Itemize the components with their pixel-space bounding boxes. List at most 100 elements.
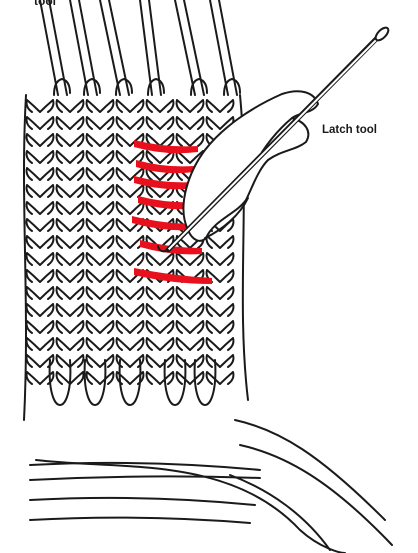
knit-stitch xyxy=(27,168,54,180)
knit-stitch xyxy=(87,338,114,350)
knit-stitch xyxy=(207,355,234,367)
knit-stitch xyxy=(57,202,84,214)
knit-stitch xyxy=(27,151,54,163)
knit-stitch xyxy=(57,219,84,231)
knit-stitch xyxy=(207,236,234,248)
knit-stitch xyxy=(57,304,84,316)
loose-yarn-strands xyxy=(30,420,392,553)
knit-stitch xyxy=(27,287,54,299)
knit-stitch xyxy=(87,185,114,197)
knit-stitch xyxy=(57,253,84,265)
knit-stitch xyxy=(207,253,234,265)
knit-stitch xyxy=(117,117,144,129)
knit-stitch xyxy=(27,202,54,214)
knit-stitch xyxy=(147,321,174,333)
knit-stitch xyxy=(87,151,114,163)
knit-stitch xyxy=(117,304,144,316)
knit-stitch xyxy=(27,253,54,265)
knit-stitch xyxy=(177,338,204,350)
yarn-strand xyxy=(30,498,255,505)
yarn-strand xyxy=(36,460,345,553)
tool-shaft-highlight xyxy=(169,32,384,249)
knit-stitch xyxy=(87,355,114,367)
knit-stitch xyxy=(87,236,114,248)
knit-stitch xyxy=(27,321,54,333)
knit-stitch xyxy=(207,321,234,333)
knit-stitch xyxy=(57,287,84,299)
knit-stitch xyxy=(27,185,54,197)
knit-stitch xyxy=(117,185,144,197)
knit-stitch xyxy=(87,253,114,265)
yarn-strand xyxy=(30,476,260,480)
knit-stitch xyxy=(87,304,114,316)
ladder-bar xyxy=(136,160,194,173)
knit-stitch xyxy=(177,321,204,333)
knit-stitch xyxy=(57,321,84,333)
knit-stitch xyxy=(147,117,174,129)
knit-stitch xyxy=(207,338,234,350)
knit-stitch xyxy=(27,270,54,282)
needle-shank xyxy=(175,0,195,95)
knit-stitch xyxy=(117,321,144,333)
needle-shank xyxy=(100,0,120,95)
knit-stitch xyxy=(57,185,84,197)
knit-stitch xyxy=(87,372,114,384)
knit-stitch xyxy=(57,338,84,350)
knit-stitch xyxy=(117,253,144,265)
knit-stitch xyxy=(87,219,114,231)
knit-stitch xyxy=(87,270,114,282)
knit-stitch xyxy=(57,151,84,163)
knit-stitch xyxy=(57,100,84,112)
knit-stitch xyxy=(27,100,54,112)
needle-shank xyxy=(40,0,58,95)
knit-stitch xyxy=(177,134,204,146)
knit-stitch xyxy=(57,270,84,282)
knit-stitch xyxy=(207,100,234,112)
knit-stitch xyxy=(117,202,144,214)
knit-stitch xyxy=(87,117,114,129)
knit-stitch xyxy=(177,253,204,265)
knit-stitch xyxy=(27,304,54,316)
knit-stitch xyxy=(27,219,54,231)
needle-hooks xyxy=(40,0,240,95)
knit-stitch xyxy=(147,287,174,299)
knit-stitch xyxy=(117,236,144,248)
knit-stitch xyxy=(117,100,144,112)
knit-stitch xyxy=(117,287,144,299)
knit-stitch xyxy=(87,202,114,214)
knit-stitch xyxy=(87,168,114,180)
knit-stitch xyxy=(207,304,234,316)
needle-shank xyxy=(210,0,228,95)
knit-stitch xyxy=(27,134,54,146)
knit-stitch xyxy=(177,372,204,384)
knit-stitch xyxy=(57,168,84,180)
knit-stitch xyxy=(147,355,174,367)
knit-stitch xyxy=(117,338,144,350)
knit-stitch xyxy=(177,287,204,299)
knit-stitch xyxy=(87,321,114,333)
knit-stitch xyxy=(147,304,174,316)
knit-stitch xyxy=(147,372,174,384)
knit-stitch xyxy=(87,100,114,112)
knit-stitch xyxy=(177,117,204,129)
knit-stitch xyxy=(147,338,174,350)
latch-tool-label: Latch tool xyxy=(322,124,377,136)
knit-stitch xyxy=(207,287,234,299)
knit-stitch xyxy=(57,117,84,129)
knit-stitch xyxy=(177,355,204,367)
knit-stitch xyxy=(57,236,84,248)
knit-stitch xyxy=(87,134,114,146)
knit-stitch xyxy=(207,372,234,384)
knit-stitch xyxy=(27,117,54,129)
fabric-edge xyxy=(24,95,26,420)
knit-stitch xyxy=(177,304,204,316)
needle-shank xyxy=(70,0,88,95)
yarn-strand xyxy=(30,518,250,523)
knit-stitch xyxy=(147,253,174,265)
knit-stitch xyxy=(27,338,54,350)
top-caption-text: tool xyxy=(34,0,56,8)
knit-stitch xyxy=(177,100,204,112)
knit-stitch xyxy=(27,236,54,248)
knit-stitch xyxy=(87,287,114,299)
